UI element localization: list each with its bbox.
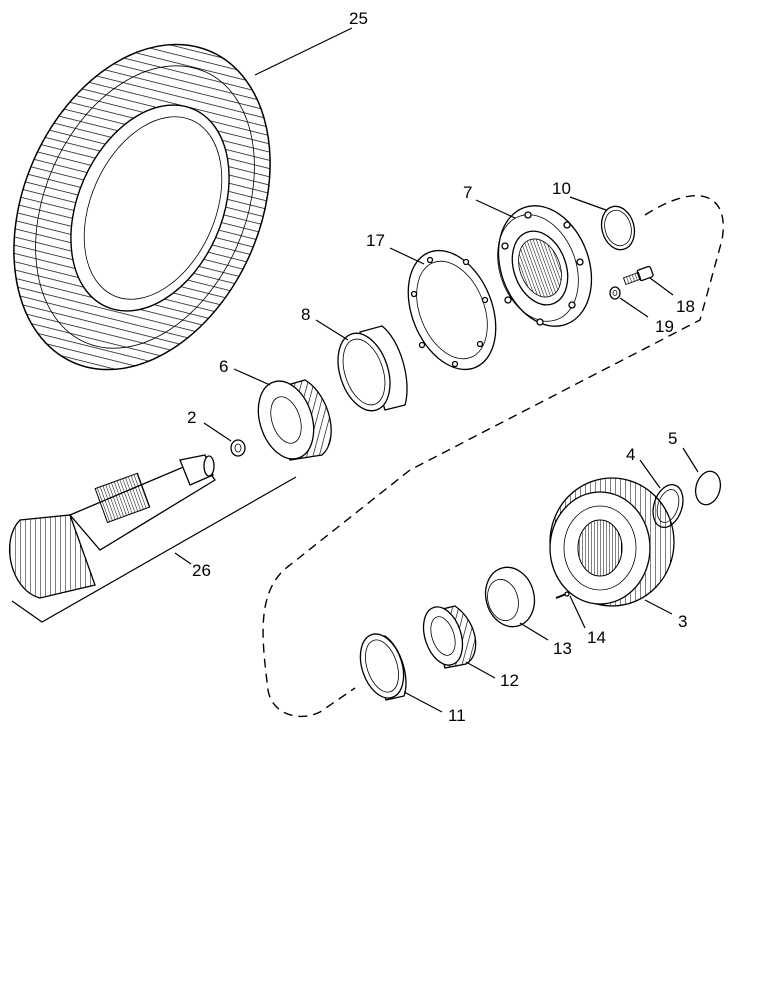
leader-7 [475,199,516,219]
leader-10 [569,196,607,211]
leader-2 [203,422,232,442]
leader-13 [519,622,549,641]
part-7-bearing-housing [497,205,593,327]
callout-19: 19 [655,317,674,336]
part-13-lock-nut [484,566,536,628]
part-10-ring [600,205,636,251]
part-25-ring-gear [13,43,271,371]
callout-13: 13 [553,639,572,658]
leader-17 [389,247,425,265]
part-11-bearing-cup [359,633,407,701]
callout-10: 10 [552,179,571,198]
leader-25 [254,27,353,76]
part-3-gear [549,477,675,607]
callout-3: 3 [678,612,687,631]
part-5-snap-ring [694,470,722,506]
leader-11 [403,691,443,713]
callout-5: 5 [668,429,677,448]
leader-14 [569,595,586,629]
callout-25: 25 [349,9,368,28]
part-2-nut [230,439,246,457]
part-26-pinion-shaft [8,454,216,599]
callout-12: 12 [500,671,519,690]
leader-26 [174,552,192,565]
part-26-bracket [11,476,297,623]
callout-2: 2 [187,408,196,427]
leader-19 [619,297,649,318]
callout-26: 26 [192,561,211,580]
callout-8: 8 [301,305,310,324]
part-6-bearing-cone [257,379,332,461]
callout-7: 7 [463,183,472,202]
callout-4: 4 [626,445,635,464]
part-14-pin [555,591,570,599]
leader-18 [649,277,674,296]
leader-3 [644,599,673,615]
callout-11: 11 [448,706,466,725]
leader-5 [682,447,699,473]
leader-12 [465,661,496,679]
callout-14: 14 [587,628,606,647]
callout-6: 6 [219,357,228,376]
part-17-gasket [407,249,497,371]
part-19-washer [609,286,621,300]
part-8-bearing-cup [337,325,408,412]
leader-8 [315,319,349,341]
callout-18: 18 [676,297,695,316]
subassembly-dashed-outline [262,194,724,717]
part-12-bearing-cone [422,605,477,669]
leader-6 [233,368,271,386]
part-18-bolt [622,265,654,286]
leader-4 [639,459,661,489]
callout-17: 17 [366,231,385,250]
